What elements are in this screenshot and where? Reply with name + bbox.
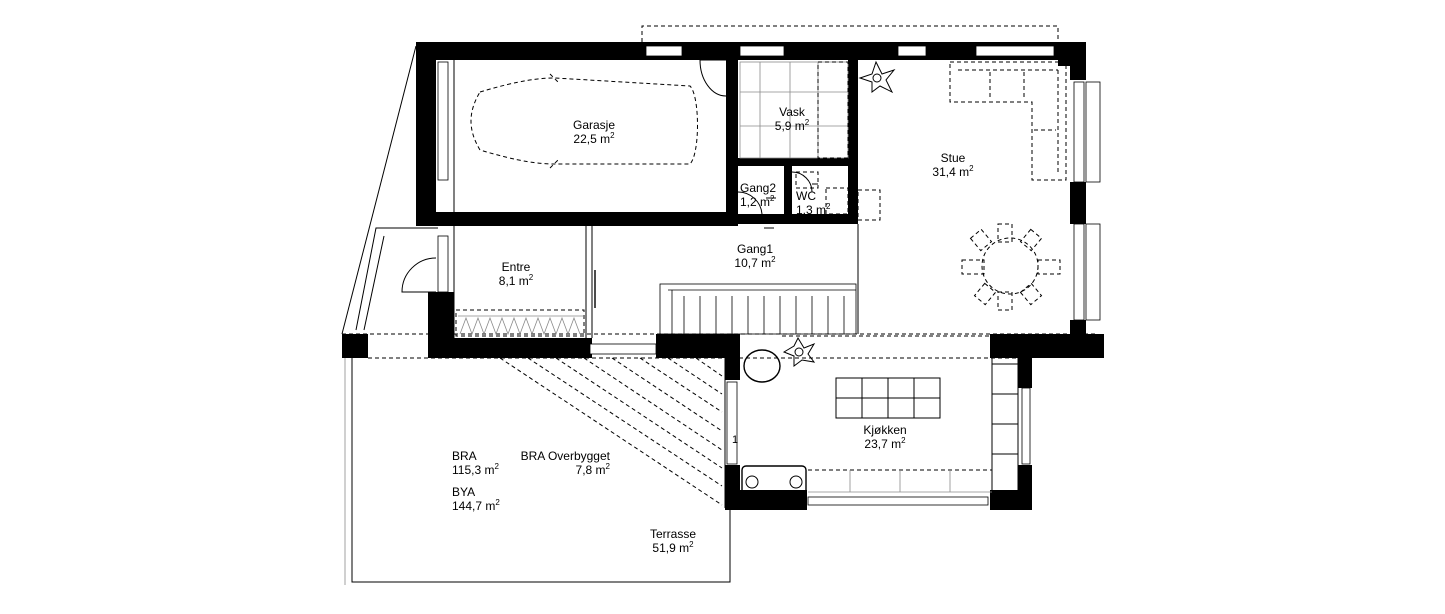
- car-outline: [470, 73, 698, 169]
- entre-name: Entre: [501, 260, 531, 274]
- walls: [342, 42, 1104, 510]
- gang2-area: 1,2 m2: [740, 194, 775, 210]
- stair-marker: 1: [731, 434, 739, 446]
- stue-sofa: [949, 61, 1067, 181]
- vask-name: Vask: [779, 105, 805, 119]
- stue-name: Stue: [940, 151, 966, 165]
- kjokken-name: Kjøkken: [863, 423, 907, 437]
- gang1-label: Gang1 10,7 m2: [720, 242, 790, 270]
- kjokken-area: 23,7 m2: [864, 436, 906, 452]
- bra-name: BRA: [452, 449, 477, 463]
- gang2-label: Gang2 1,2 m2: [740, 181, 784, 209]
- gang1-area: 10,7 m2: [734, 255, 776, 271]
- bra-overbygget-name: BRA Overbygget: [520, 449, 610, 463]
- entre-wardrobe: [455, 309, 585, 337]
- wc-fixtures: [795, 171, 881, 221]
- wc-label: WC 1,3 m2: [796, 189, 846, 217]
- overbygget-hatch: [499, 357, 723, 506]
- terrasse-area: 51,9 m2: [652, 540, 694, 556]
- entre-label: Entre 8,1 m2: [486, 260, 546, 288]
- dining-table: [961, 223, 1061, 311]
- wc-name: WC: [796, 189, 816, 203]
- kjokken-label: Kjøkken 23,7 m2: [850, 423, 920, 451]
- wc-area: 1,3 m2: [796, 202, 831, 218]
- garasje-area: 22,5 m2: [573, 131, 615, 147]
- roof-outline: [341, 25, 1096, 359]
- doors: [401, 59, 813, 308]
- stue-label: Stue 31,4 m2: [918, 151, 988, 179]
- stue-area: 31,4 m2: [932, 164, 974, 180]
- garasje-label: Garasje 22,5 m2: [554, 118, 634, 146]
- bya-name: BYA: [452, 485, 476, 499]
- vask-label: Vask 5,9 m2: [762, 105, 822, 133]
- windows: [437, 45, 1101, 506]
- stairs: [659, 283, 857, 335]
- partitions: [453, 60, 859, 338]
- bra-overbygget-label: BRA Overbygget 7,8 m2: [510, 449, 610, 477]
- arrows: [764, 159, 818, 229]
- terrasse-name: Terrasse: [649, 527, 696, 541]
- bra-label: BRA 115,3 m2: [452, 449, 512, 477]
- bya-label: BYA 144,7 m2: [452, 485, 512, 513]
- garasje-name: Garasje: [572, 118, 616, 132]
- gang1-name: Gang1: [736, 242, 774, 256]
- plant-icon: [858, 60, 896, 94]
- terrasse-label: Terrasse 51,9 m2: [638, 527, 708, 555]
- bra-area: 115,3 m2: [452, 462, 499, 478]
- vask-area: 5,9 m2: [774, 118, 810, 134]
- bra-overbygget-area: 7,8 m2: [575, 462, 610, 478]
- entrance-canopy: [355, 227, 438, 331]
- plant-icon-kitchen: [782, 336, 816, 367]
- entre-area: 8,1 m2: [498, 273, 534, 289]
- kitchen-fixtures: [741, 335, 1019, 499]
- gang2-name: Gang2: [740, 181, 777, 195]
- bya-area: 144,7 m2: [452, 498, 500, 514]
- vask-fixtures: [739, 61, 849, 159]
